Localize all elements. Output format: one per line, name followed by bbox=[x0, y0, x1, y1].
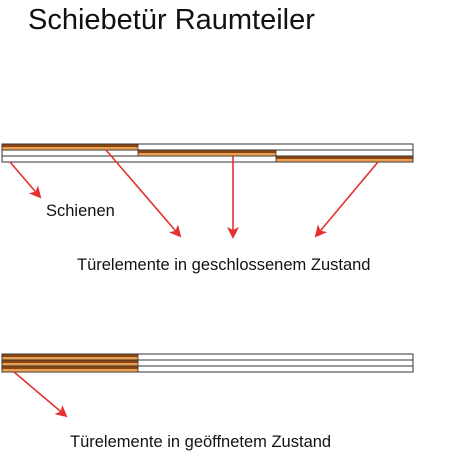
arrow-to-panel-3 bbox=[314, 161, 379, 238]
open-state-label: Türelemente in geöffnetem Zustand bbox=[70, 433, 331, 451]
door-panel-3-bottom bbox=[276, 159, 413, 162]
door-panel-2-top bbox=[138, 150, 276, 153]
door-panel-1-top bbox=[2, 144, 138, 147]
arrow-to-open-panels bbox=[13, 371, 68, 418]
door-panel-3 bbox=[275, 155, 414, 163]
open-door-panel-3-top bbox=[2, 366, 138, 369]
door-panel-1-bottom bbox=[2, 147, 138, 150]
door-panel-3-top bbox=[276, 156, 413, 159]
open-door-panel-1-bottom bbox=[2, 357, 138, 360]
open-door-panel-2 bbox=[1, 359, 139, 367]
door-panel-2-bottom bbox=[138, 153, 276, 156]
closed-door-assembly bbox=[1, 143, 414, 163]
rails-label: Schienen bbox=[46, 202, 115, 220]
open-door-panel-2-bottom bbox=[2, 363, 138, 366]
arrow-to-rails bbox=[9, 161, 42, 199]
closed-state-label: Türelemente in geschlossenem Zustand bbox=[77, 256, 371, 274]
diagram-title: Schiebetür Raumteiler bbox=[28, 4, 315, 36]
door-panel-3-outline bbox=[275, 155, 414, 163]
arrow-to-panel-1 bbox=[105, 149, 182, 238]
open-door-assembly bbox=[1, 353, 414, 373]
open-door-panel-3-bottom bbox=[2, 369, 138, 372]
open-door-panel-1-top bbox=[2, 354, 138, 357]
open-door-panel-1 bbox=[1, 353, 139, 361]
open-door-panel-3-outline bbox=[1, 365, 139, 373]
open-door-panel-2-top bbox=[2, 360, 138, 363]
open-door-panel-3 bbox=[1, 365, 139, 373]
door-panel-1 bbox=[1, 143, 139, 151]
door-panel-2-outline bbox=[137, 149, 277, 157]
door-panel-2 bbox=[137, 149, 277, 157]
door-panel-1-outline bbox=[1, 143, 139, 151]
